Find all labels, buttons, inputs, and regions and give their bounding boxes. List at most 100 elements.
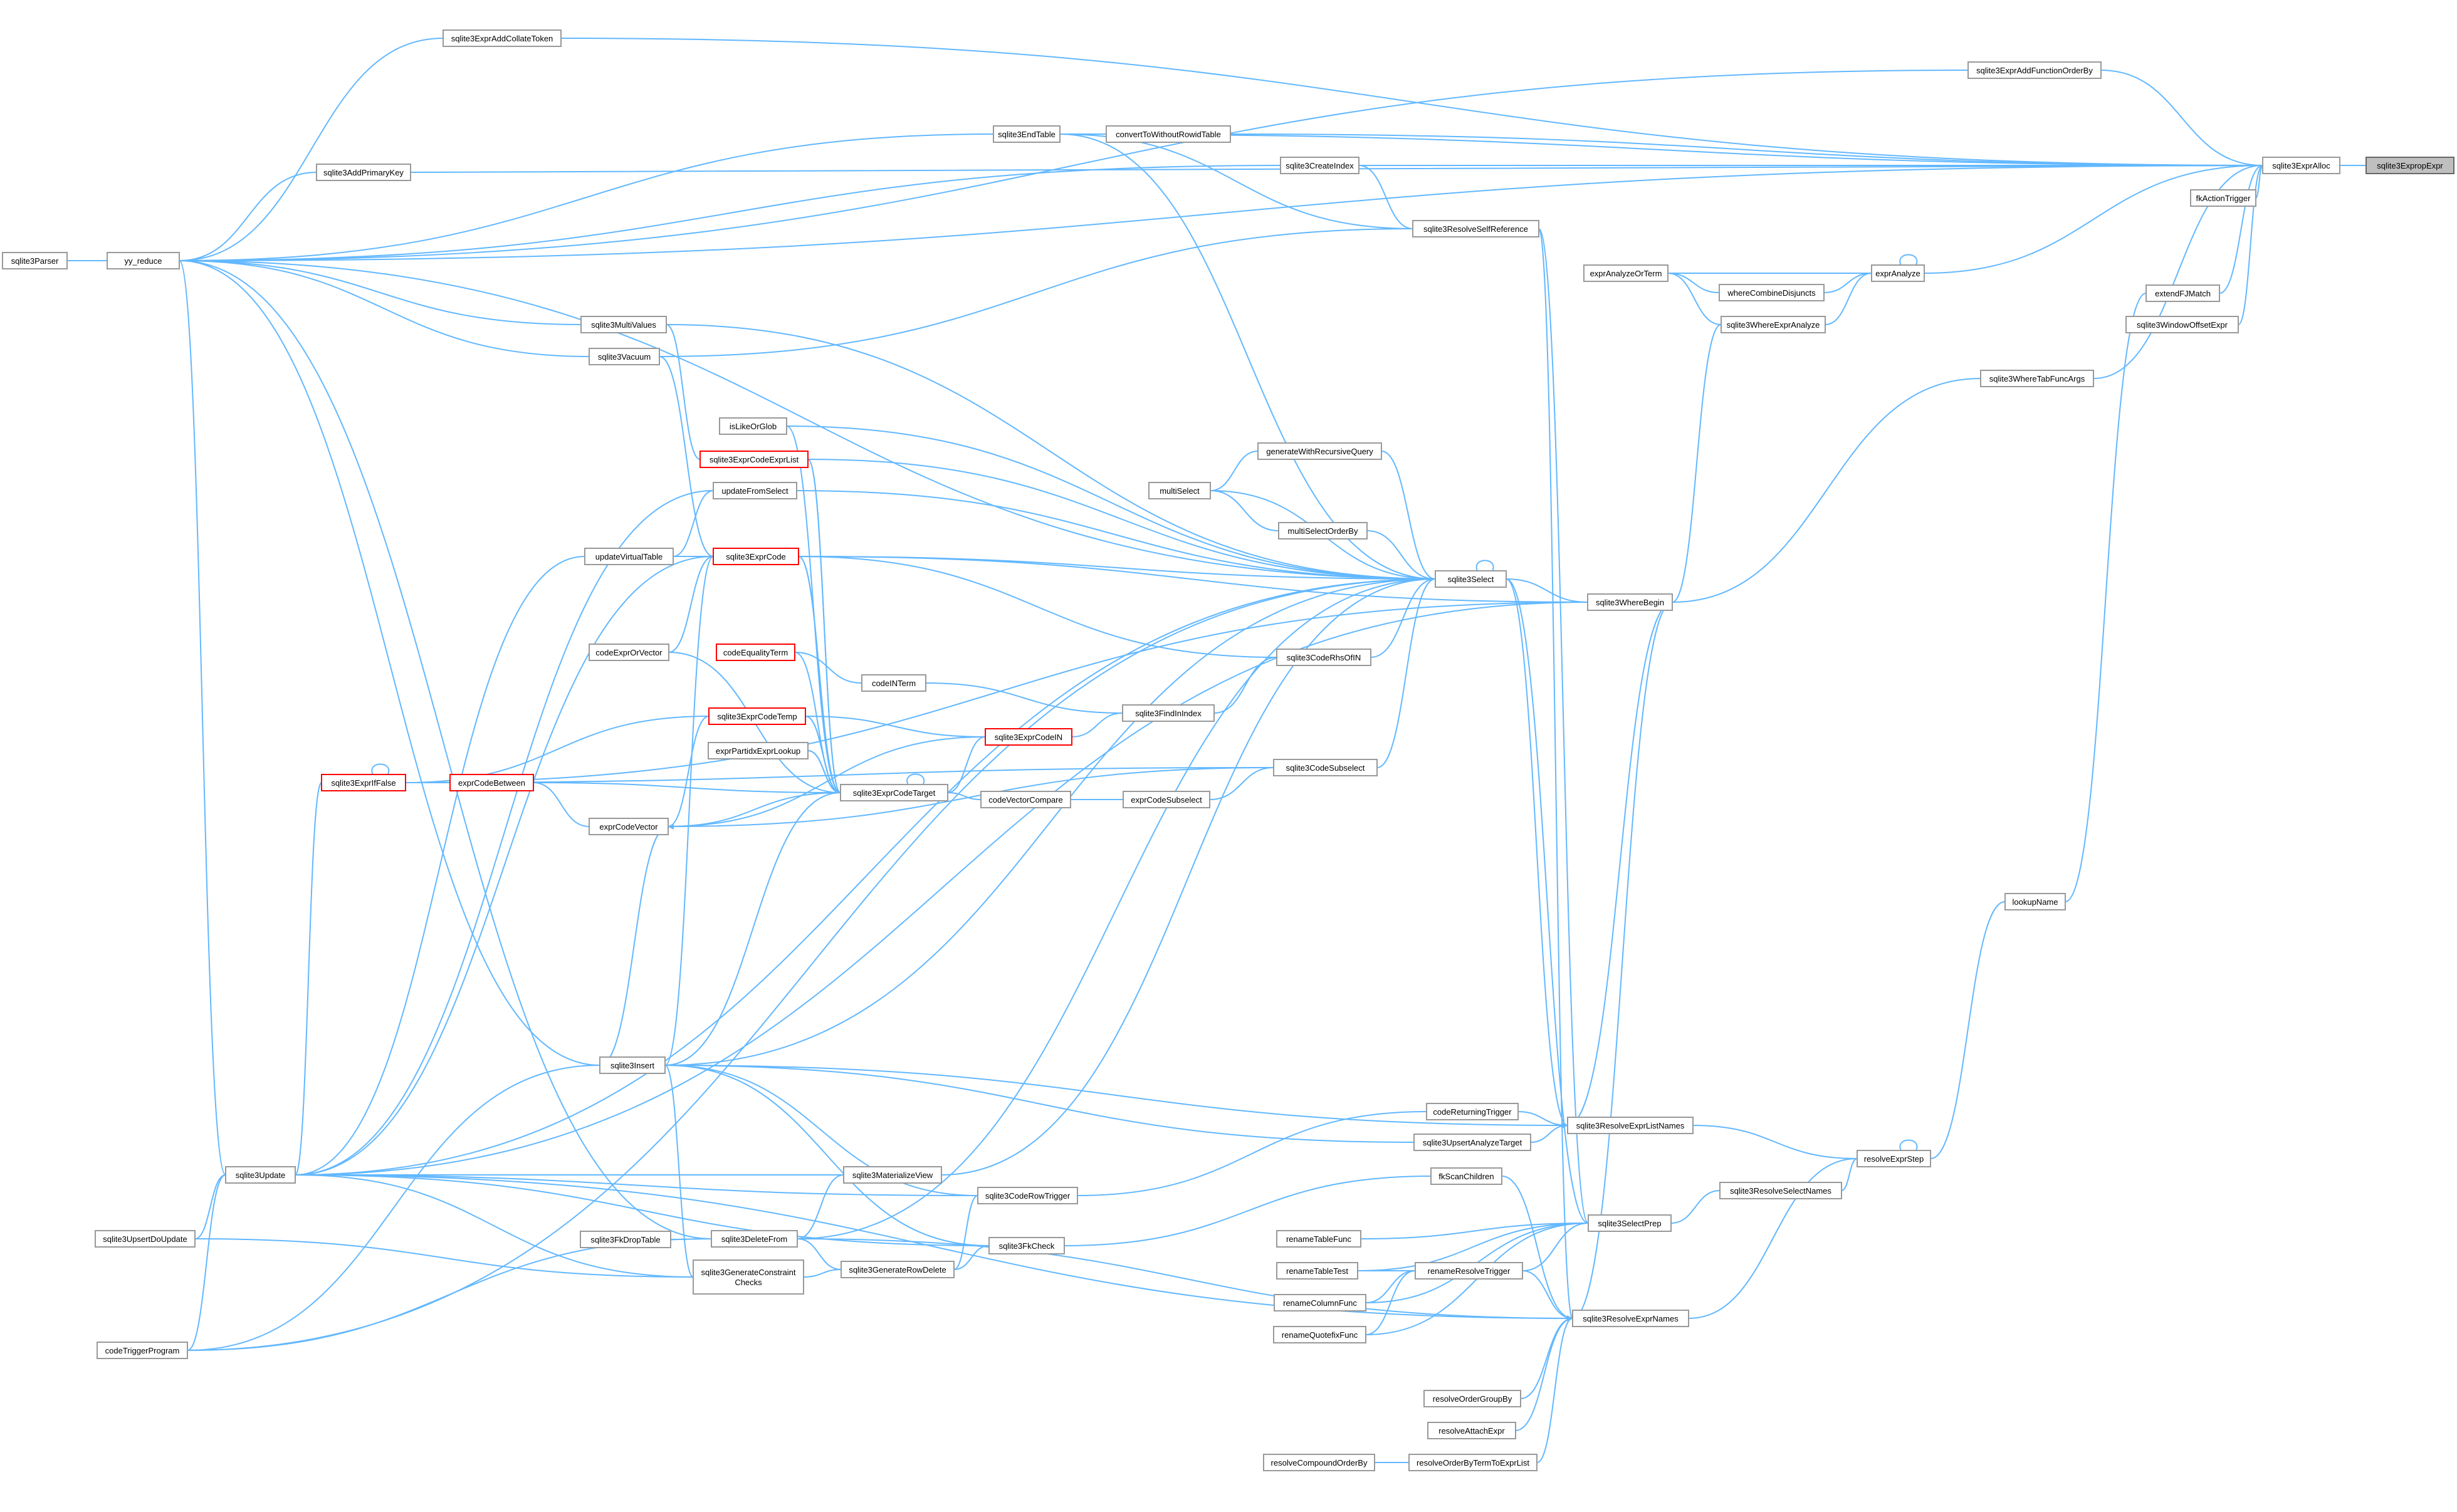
- node-expr-analyze[interactable]: exprAnalyze: [1871, 264, 1925, 282]
- node-sqlite3-delete-from[interactable]: sqlite3DeleteFrom: [711, 1230, 798, 1248]
- call-edge: [173, 70, 1969, 264]
- node-label: exprAnalyzeOrTerm: [1590, 269, 1662, 278]
- call-edge: [1666, 324, 1722, 606]
- node-update-from-select[interactable]: updateFromSelect: [713, 482, 797, 499]
- node-sqlite3-code-subselect[interactable]: sqlite3CodeSubselect: [1273, 759, 1378, 776]
- node-sqlite3-code-rhs-of-in[interactable]: sqlite3CodeRhsOfIN: [1276, 649, 1371, 666]
- node-sqlite3-update[interactable]: sqlite3Update: [225, 1166, 296, 1184]
- node-resolve-compound-order-by[interactable]: resolveCompoundOrderBy: [1263, 1454, 1375, 1471]
- node-sqlite3-fk-drop-table[interactable]: sqlite3FkDropTable: [580, 1231, 671, 1248]
- node-sqlite3-end-table[interactable]: sqlite3EndTable: [993, 125, 1061, 143]
- node-rename-quotefix-func[interactable]: renameQuotefixFunc: [1273, 1326, 1366, 1343]
- node-box: [993, 125, 1061, 143]
- node-sqlite3-create-index[interactable]: sqlite3CreateIndex: [1280, 157, 1359, 174]
- node-sqlite3-upsert-analyze-target[interactable]: sqlite3UpsertAnalyzeTarget: [1413, 1134, 1531, 1151]
- call-edge: [533, 782, 847, 796]
- node-code-expr-or-vector[interactable]: codeExprOrVector: [589, 644, 669, 661]
- node-label: codeEqualityTerm: [723, 648, 788, 657]
- call-edge: [179, 260, 232, 1179]
- call-edge: [653, 228, 1413, 360]
- node-resolve-attach-expr[interactable]: resolveAttachExpr: [1427, 1422, 1516, 1439]
- node-sqlite3-parser[interactable]: sqlite3Parser: [2, 252, 68, 269]
- node-box: [1415, 1262, 1523, 1280]
- node-sqlite3-select[interactable]: sqlite3Select: [1435, 570, 1507, 588]
- node-expr-code-subselect[interactable]: exprCodeSubselect: [1123, 791, 1210, 808]
- node-sqlite3-resolve-self-reference[interactable]: sqlite3ResolveSelfReference: [1412, 220, 1539, 237]
- node-sqlite3-where-begin[interactable]: sqlite3WhereBegin: [1587, 593, 1673, 611]
- node-is-like-or-glob[interactable]: isLikeOrGlob: [719, 417, 787, 435]
- node-resolve-expr-step[interactable]: resolveExprStep: [1857, 1150, 1931, 1167]
- node-fk-scan-children[interactable]: fkScanChildren: [1430, 1167, 1502, 1185]
- node-label: sqlite3ResolveExprNames: [1583, 1314, 1679, 1323]
- node-generate-with-recursive-query[interactable]: generateWithRecursiveQuery: [1257, 442, 1382, 460]
- node-expr-partidx-expr-lookup[interactable]: exprPartidxExprLookup: [708, 742, 809, 759]
- node-code-trigger-program[interactable]: codeTriggerProgram: [97, 1342, 188, 1359]
- node-multi-select[interactable]: multiSelect: [1148, 482, 1211, 499]
- node-sqlite3-materialize-view[interactable]: sqlite3MaterializeView: [843, 1166, 942, 1184]
- call-edge: [660, 321, 1436, 580]
- call-edge: [805, 716, 992, 741]
- node-sqlite3-resolve-select-names[interactable]: sqlite3ResolveSelectNames: [1719, 1182, 1842, 1199]
- node-sqlite3-where-tab-func-args[interactable]: sqlite3WhereTabFuncArgs: [1980, 370, 2094, 387]
- node-sqlite3-vacuum[interactable]: sqlite3Vacuum: [589, 348, 660, 365]
- node-code-interm[interactable]: codeINTerm: [861, 674, 926, 692]
- node-fk-action-trigger[interactable]: fkActionTrigger: [2190, 189, 2256, 207]
- node-rename-table-test[interactable]: renameTableTest: [1276, 1262, 1358, 1280]
- node-expr-code-between[interactable]: exprCodeBetween: [449, 774, 534, 791]
- node-update-virtual-table[interactable]: updateVirtualTable: [584, 548, 674, 565]
- node-sqlite3-expr-code-temp[interactable]: sqlite3ExprCodeTemp: [708, 707, 806, 725]
- node-sqlite3-expr-alloc[interactable]: sqlite3ExprAlloc: [2262, 157, 2340, 174]
- node-sqlite3-expr-code[interactable]: sqlite3ExprCode: [713, 548, 799, 565]
- node-sqlite3-expr-add-collate-token[interactable]: sqlite3ExprAddCollateToken: [443, 29, 562, 47]
- node-convert-to-without-rowid-table[interactable]: convertToWithoutRowidTable: [1106, 125, 1231, 143]
- node-code-returning-trigger[interactable]: codeReturningTrigger: [1426, 1103, 1519, 1120]
- call-edge: [1064, 1172, 1437, 1246]
- call-edge: [173, 133, 994, 264]
- node-label: sqlite3Select: [1448, 575, 1494, 584]
- node-sqlite3-generate-row-delete[interactable]: sqlite3GenerateRowDelete: [841, 1261, 955, 1278]
- node-sqlite3-resolve-expr-names[interactable]: sqlite3ResolveExprNames: [1572, 1310, 1689, 1327]
- node-label: sqlite3ExprCodeTarget: [853, 788, 936, 798]
- node-resolve-order-group-by[interactable]: resolveOrderGroupBy: [1423, 1390, 1521, 1407]
- node-sqlite3-where-expr-analyze[interactable]: sqlite3WhereExprAnalyze: [1721, 316, 1826, 333]
- node-sqlite3-find-in-index[interactable]: sqlite3FindInIndex: [1122, 704, 1215, 722]
- node-label: updateVirtualTable: [595, 552, 663, 561]
- node-yy_reduce[interactable]: yy_reduce: [107, 252, 180, 269]
- node-sqlite3-expr-add-function-order-by[interactable]: sqlite3ExprAddFunctionOrderBy: [1967, 61, 2102, 79]
- node-resolve-order-by-term-to-expr-list[interactable]: resolveOrderByTermToExprList: [1408, 1454, 1538, 1471]
- node-sqlite3-fk-check[interactable]: sqlite3FkCheck: [988, 1237, 1065, 1254]
- node-rename-table-func[interactable]: renameTableFunc: [1276, 1230, 1361, 1248]
- node-box: [1587, 593, 1673, 611]
- node-extend-fjmatch[interactable]: extendFJMatch: [2145, 284, 2220, 302]
- node-label: codeTriggerProgram: [105, 1346, 180, 1355]
- node-sqlite3-expr-code-in[interactable]: sqlite3ExprCodeIN: [985, 728, 1072, 746]
- node-sqlite3-add-primary-key[interactable]: sqlite3AddPrimaryKey: [316, 164, 411, 181]
- node-sqlite3-resolve-expr-list-names[interactable]: sqlite3ResolveExprListNames: [1567, 1117, 1694, 1134]
- node-sqlite3-expr-code-target[interactable]: sqlite3ExprCodeTarget: [840, 784, 948, 801]
- call-edge: [668, 789, 847, 827]
- node-sqlite3-expr-dup[interactable]: sqlite3ExpropExpr: [2365, 157, 2454, 174]
- node-sqlite3-multi-values[interactable]: sqlite3MultiValues: [580, 316, 667, 333]
- node-rename-column-func[interactable]: renameColumnFunc: [1274, 1294, 1366, 1311]
- node-label: Checks: [735, 1278, 762, 1287]
- node-lookup-name[interactable]: lookupName: [2004, 893, 2066, 910]
- node-sqlite3-select-prep[interactable]: sqlite3SelectPrep: [1588, 1214, 1672, 1232]
- node-sqlite3-expr-if-false[interactable]: sqlite3ExprIfFalse: [321, 774, 406, 791]
- node-sqlite3-upsert-do-update[interactable]: sqlite3UpsertDoUpdate: [95, 1230, 196, 1248]
- node-sqlite3-insert[interactable]: sqlite3Insert: [599, 1056, 666, 1074]
- node-sqlite3-window-offset-expr[interactable]: sqlite3WindowOffsetExpr: [2125, 316, 2239, 333]
- node-rename-resolve-trigger[interactable]: renameResolveTrigger: [1415, 1262, 1523, 1280]
- node-where-combine-disjuncts[interactable]: whereCombineDisjuncts: [1719, 284, 1825, 301]
- node-code-equality-term[interactable]: codeEqualityTerm: [716, 644, 795, 661]
- node-expr-code-vector[interactable]: exprCodeVector: [589, 818, 669, 835]
- call-edge: [797, 1171, 850, 1239]
- node-expr-analyze-or-term[interactable]: exprAnalyzeOrTerm: [1583, 264, 1669, 282]
- node-multi-select-order-by[interactable]: multiSelectOrderBy: [1278, 522, 1368, 540]
- call-edge: [1819, 273, 1872, 328]
- node-label: resolveOrderGroupBy: [1433, 1394, 1512, 1404]
- node-code-vector-compare[interactable]: codeVectorCompare: [980, 791, 1071, 808]
- node-sqlite3-expr-code-expr-list[interactable]: sqlite3ExprCodeExprList: [699, 451, 809, 468]
- call-edge: [780, 422, 841, 793]
- node-sqlite3-code-row-trigger[interactable]: sqlite3CodeRowTrigger: [977, 1187, 1078, 1204]
